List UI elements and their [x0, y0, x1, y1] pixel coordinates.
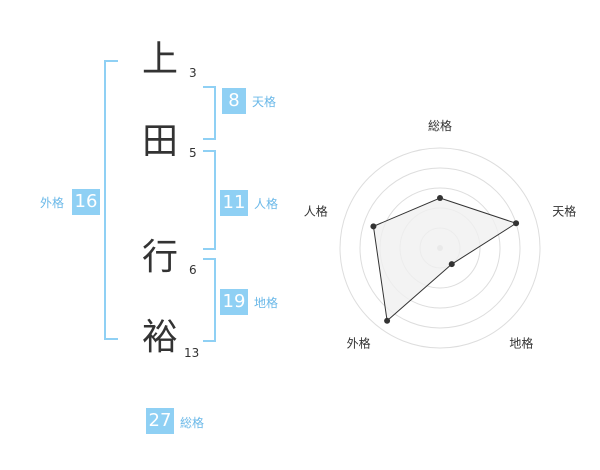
gaikaku-bracket [104, 60, 118, 340]
radar-axis-label-4: 人格 [304, 204, 328, 219]
tenkaku-score: 8 [222, 88, 246, 114]
radar-axis-label-2: 地格 [509, 335, 533, 350]
chikaku-label: 地格 [254, 296, 279, 310]
radar-point-0 [437, 195, 443, 201]
radar-axis-label-3: 外格 [347, 335, 371, 350]
radar-axis-label-0: 総格 [428, 118, 452, 133]
name-char-2: 田 [141, 121, 178, 162]
name-char-4: 裕 [141, 317, 178, 358]
jinkaku-bracket [203, 150, 216, 250]
stroke-count-4: 13 [184, 346, 200, 360]
radar-point-4 [370, 223, 377, 230]
radar-point-1 [513, 220, 520, 227]
stroke-count-2: 5 [189, 146, 197, 160]
chikaku-score: 19 [220, 289, 248, 315]
gaikaku-label: 外格 [40, 196, 65, 210]
chikaku-bracket [203, 258, 216, 342]
stroke-count-1: 3 [189, 66, 197, 80]
jinkaku-score: 11 [220, 190, 248, 216]
radar-point-3 [384, 317, 391, 324]
name-char-3: 行 [141, 237, 178, 278]
name-char-1: 上 [141, 39, 178, 80]
tenkaku-bracket [203, 86, 216, 140]
jinkaku-label: 人格 [254, 197, 279, 211]
radar-ring-4 [359, 167, 521, 329]
radar-series-polygon [372, 197, 518, 322]
radar-axis-label-1: 天格 [552, 204, 576, 219]
tenkaku-label: 天格 [252, 95, 277, 109]
stroke-count-3: 6 [189, 263, 197, 277]
soukaku-label: 総格 [180, 416, 205, 430]
radar-ring-5 [339, 147, 541, 349]
radar-point-2 [448, 261, 455, 268]
soukaku-score: 27 [146, 408, 174, 434]
gaikaku-score: 16 [72, 189, 100, 215]
